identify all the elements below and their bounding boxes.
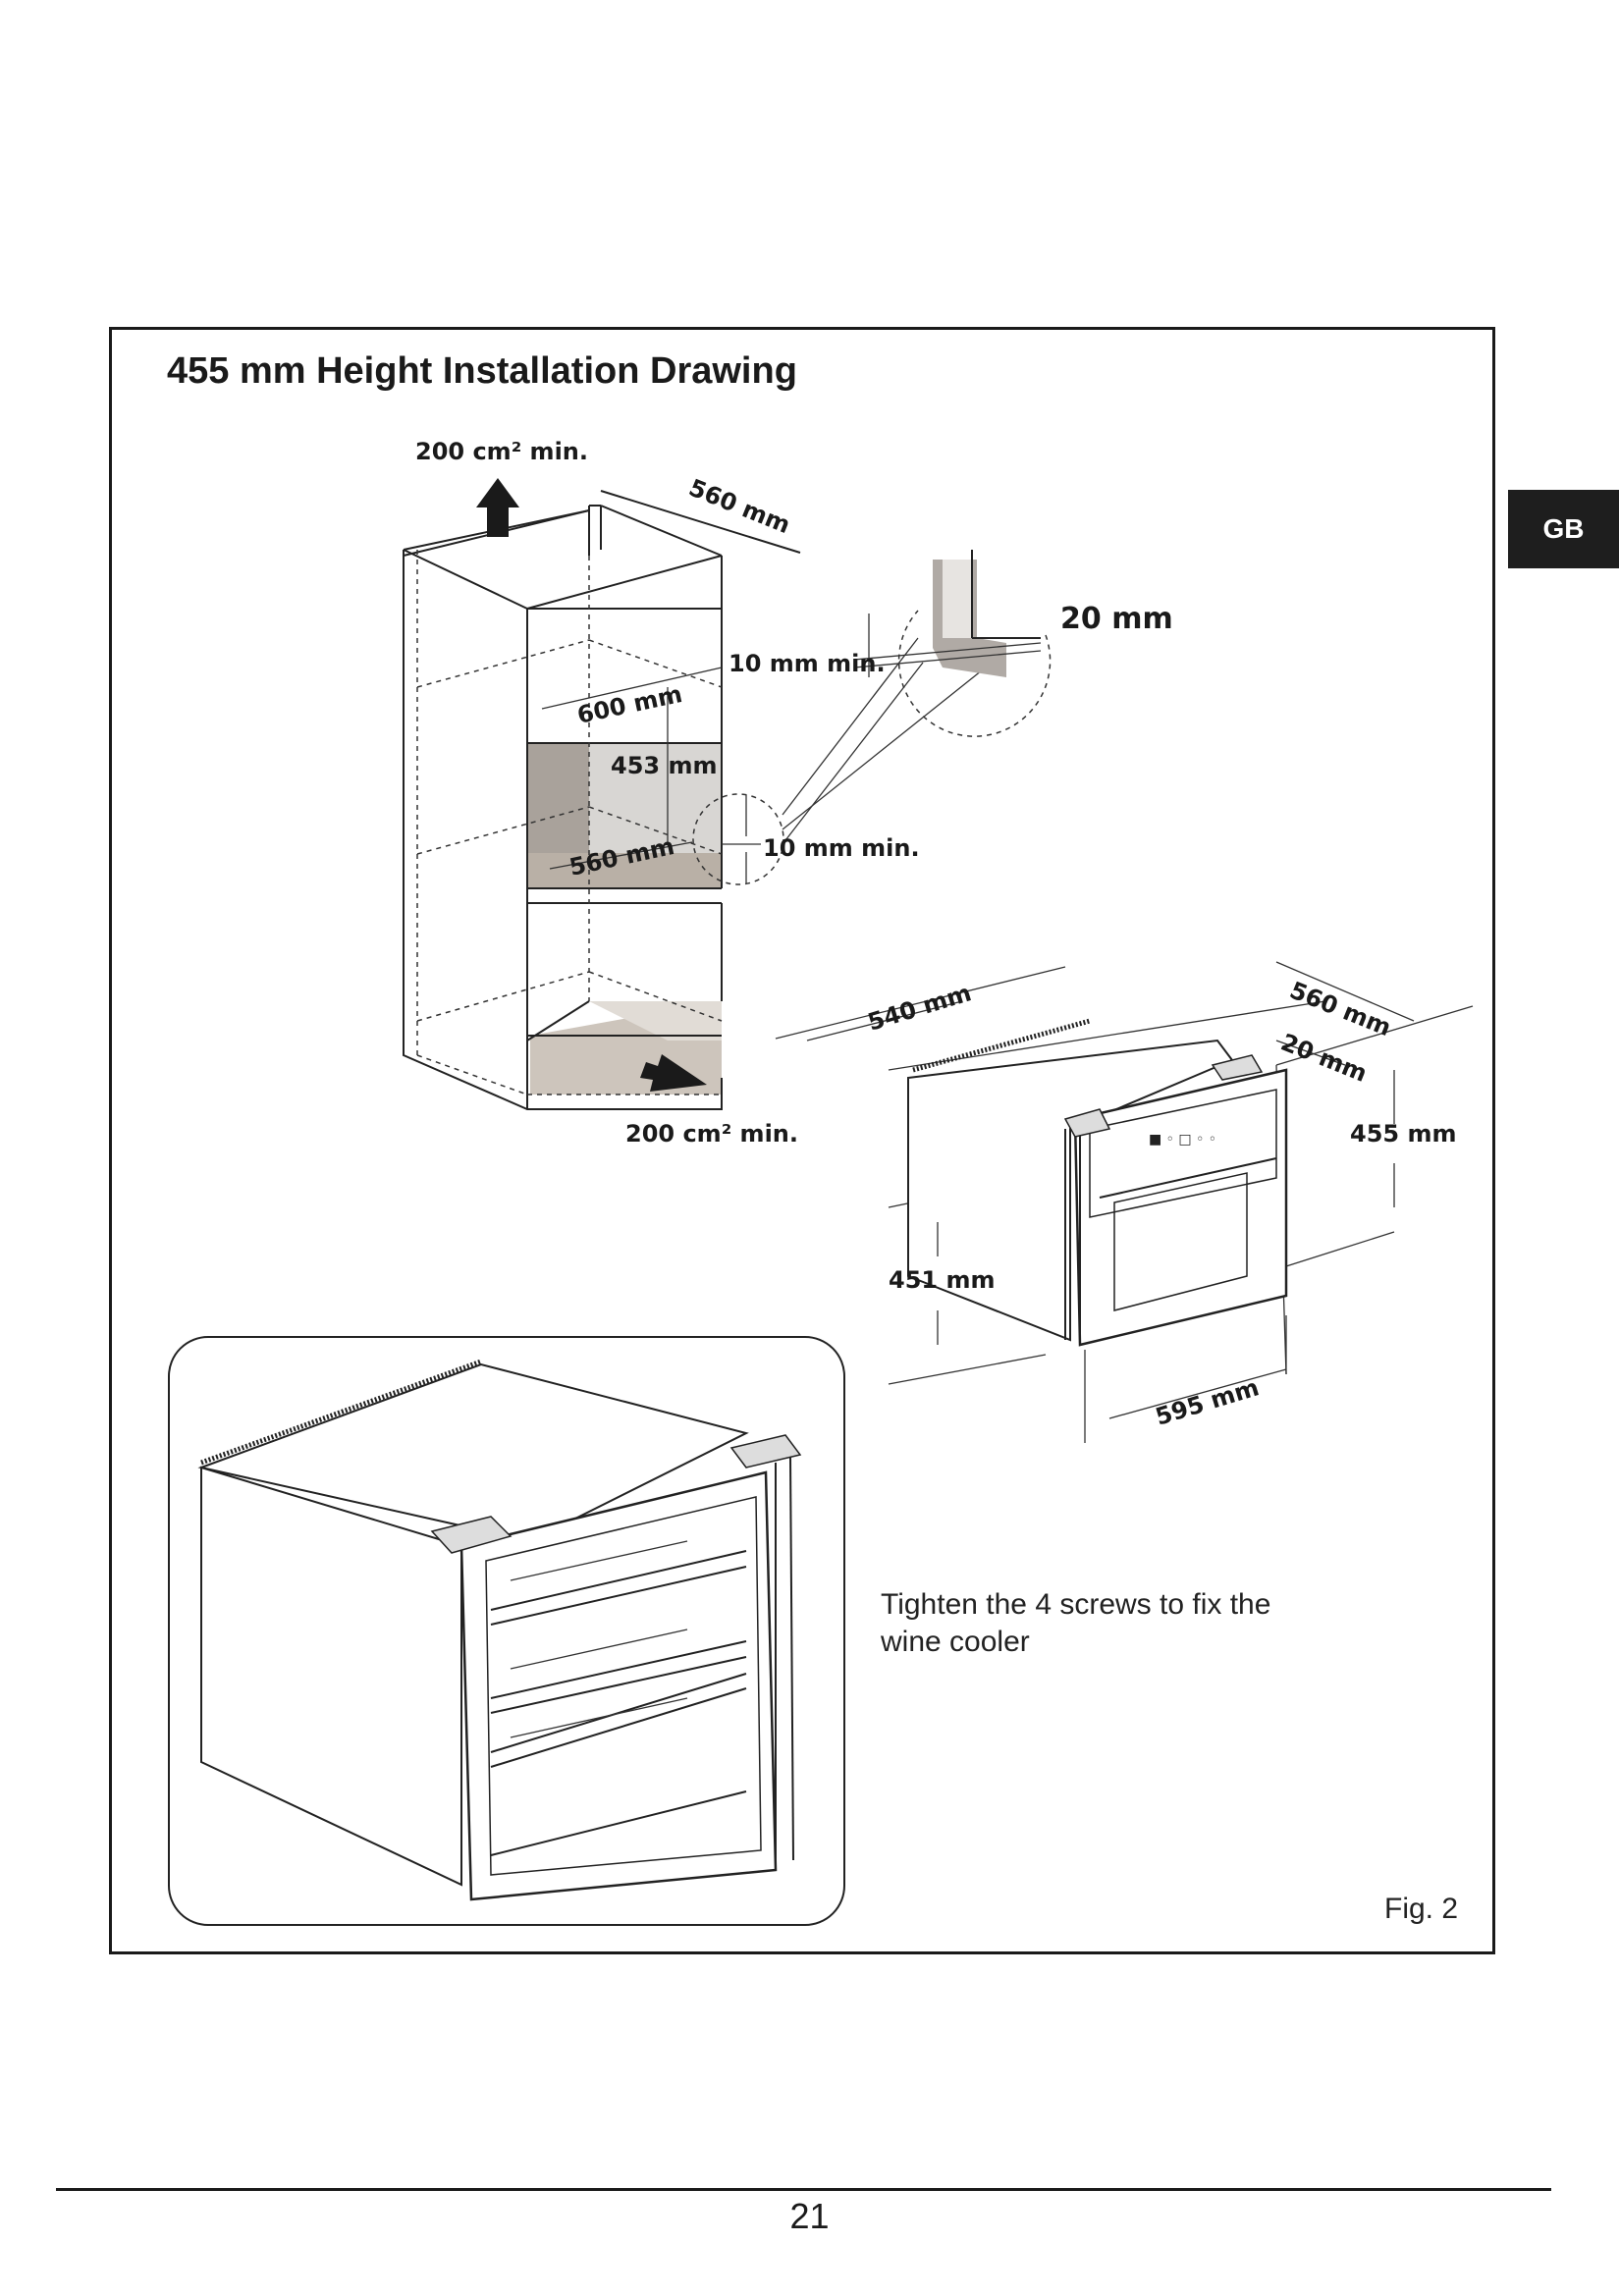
gap-lower-label: 10 mm min. (763, 834, 920, 862)
page-title: 455 mm Height Installation Drawing (167, 350, 797, 392)
vent-arrow-up (476, 478, 519, 537)
detail-offset-label: 20 mm (1060, 602, 1173, 636)
unit-body-height-label: 451 mm (889, 1266, 995, 1294)
footer-rule (56, 2188, 1551, 2191)
page-number: 21 (789, 2196, 830, 2236)
language-tab: GB (1508, 490, 1619, 568)
instruction-caption: Tighten the 4 screws to fix the wine coo… (881, 1588, 1271, 1658)
svg-text:■ ◦ □ ◦ ◦: ■ ◦ □ ◦ ◦ (1149, 1132, 1216, 1148)
unit-height-label: 455 mm (1350, 1120, 1456, 1148)
unit-depth-total-label: 560 mm (1286, 977, 1395, 1042)
unit-depth-body-label: 540 mm (865, 979, 975, 1036)
cabinet-illustration (403, 478, 801, 1110)
gap-detail (692, 550, 1052, 885)
niche-left-wall (527, 743, 589, 888)
unit-width-label: 595 mm (1153, 1373, 1263, 1430)
niche-floor (527, 853, 722, 888)
figure-label: Fig. 2 (1384, 1893, 1459, 1925)
figure-frame (109, 327, 1495, 1954)
unit-frame-label: 20 mm (1277, 1029, 1372, 1088)
appliance-illustration: ■ ◦ □ ◦ ◦ (775, 961, 1474, 1443)
lower-compartment-back (589, 1001, 722, 1041)
detail-small-circle (692, 793, 784, 885)
gap-upper-label: 10 mm min. (729, 650, 886, 677)
cabinet-depth-top-label: 560 mm (685, 474, 794, 540)
vent-arrow-in (640, 1054, 707, 1092)
niche-height-label: 453 mm (611, 752, 717, 779)
vent-top-label: 200 cm² min. (415, 438, 588, 465)
vent-bottom-label: 200 cm² min. (625, 1120, 798, 1148)
inset-panel (168, 1336, 845, 1926)
